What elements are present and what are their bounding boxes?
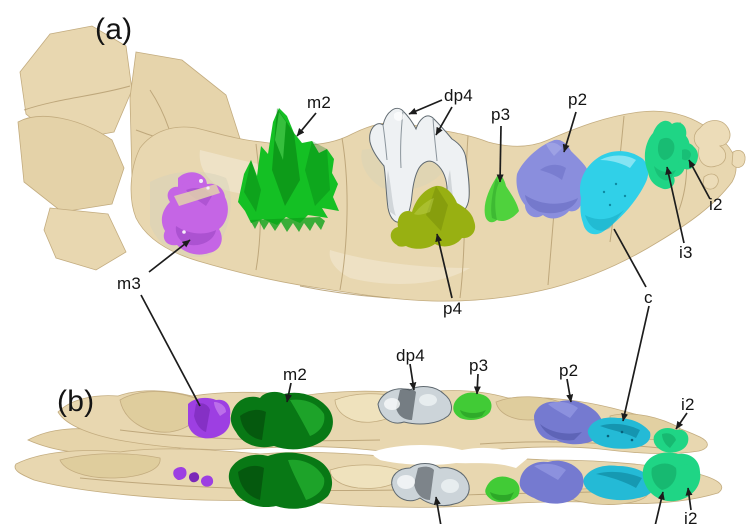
tooth-canine-occlusal: [587, 417, 651, 449]
mandible-lateral-view: [17, 25, 746, 302]
line-canine-to-label: [613, 228, 647, 288]
label-m2-occlusal: m2: [283, 365, 308, 384]
tooth-p2-occlusal-lower: [519, 460, 584, 504]
tooth-p3-lateral: [484, 174, 519, 223]
arrow-i3-lateral: [665, 166, 685, 244]
tooth-p3-occlusal: [453, 392, 492, 420]
arrow-m3-lateral: [148, 239, 191, 273]
line-m3-to-occlusal: [140, 294, 201, 407]
tooth-m2-occlusal-lower: [228, 452, 333, 509]
arrow-p3-occlusal: [473, 373, 481, 395]
arrow-m2-lateral: [296, 112, 317, 137]
panel-label-a: (a): [95, 13, 133, 46]
arrow-dp4-lateral-2: [435, 106, 453, 136]
tooth-p3-occlusal-lower: [485, 476, 520, 503]
tooth-canine-occlusal-lower: [583, 465, 655, 501]
tooth-m2-lateral: [238, 108, 339, 232]
tooth-m2-occlusal: [230, 391, 333, 450]
arrow-m2-occlusal: [285, 382, 292, 403]
tooth-dp4-occlusal-lower: [391, 463, 470, 507]
label-dp4-lateral: dp4: [444, 86, 473, 105]
tooth-i3-lateral: [644, 120, 690, 190]
label-canine: c: [644, 288, 653, 307]
tooth-m3-fragments-occlusal: [173, 467, 214, 487]
leader-lines: [140, 99, 711, 524]
label-p3-lateral: p3: [491, 105, 511, 124]
arrow-i2-occlusal-upper: [675, 412, 688, 430]
arrow-dp4-occlusal: [409, 363, 417, 391]
bone-fragments-anterior: [693, 120, 746, 190]
label-i2-occlusal-lower: i2: [684, 509, 698, 524]
label-m3-lateral: m3: [117, 274, 142, 293]
tooth-i2-occlusal: [653, 428, 689, 453]
arrow-p2-lateral: [562, 111, 577, 153]
tooth-dp4-occlusal: [377, 386, 452, 425]
tooth-row-occlusal-upper: [188, 386, 689, 453]
bone-gap: [372, 444, 528, 468]
arrow-canine-occlusal: [621, 305, 650, 422]
arrow-p4-lateral: [435, 233, 453, 299]
arrow-p2-occlusal: [566, 378, 574, 403]
label-dp4-occlusal: dp4: [396, 346, 425, 365]
tooth-row-occlusal-lower: [173, 452, 701, 509]
arrow-i2-lateral: [688, 159, 711, 200]
tooth-p2-occlusal: [534, 400, 603, 445]
label-p3-occlusal: p3: [469, 356, 489, 375]
label-m2-lateral: m2: [307, 93, 332, 112]
label-i2-lateral: i2: [709, 195, 723, 214]
arrow-i2-occlusal-lower: [685, 487, 693, 511]
label-p2-occlusal: p2: [559, 361, 579, 380]
arrow-p3-lateral: [496, 125, 504, 183]
arrow-i3-occlusal-lower: [654, 491, 665, 524]
arrow-dp4-lateral-1: [408, 99, 443, 115]
label-i3-lateral: i3: [679, 243, 693, 262]
label-p4-lateral: p4: [443, 299, 463, 318]
arrow-dp4-occlusal-lower: [433, 496, 442, 524]
mandible-occlusal-view: [14, 386, 723, 509]
label-p2-lateral: p2: [568, 90, 588, 109]
tooth-p4-lateral: [390, 185, 476, 249]
tooth-p2-lateral: [516, 139, 591, 219]
panel-label-b: (b): [57, 385, 95, 418]
tooth-m3-occlusal: [188, 397, 231, 439]
label-i2-occlusal-upper: i2: [681, 395, 695, 414]
tooth-canine-lateral: [579, 151, 649, 235]
